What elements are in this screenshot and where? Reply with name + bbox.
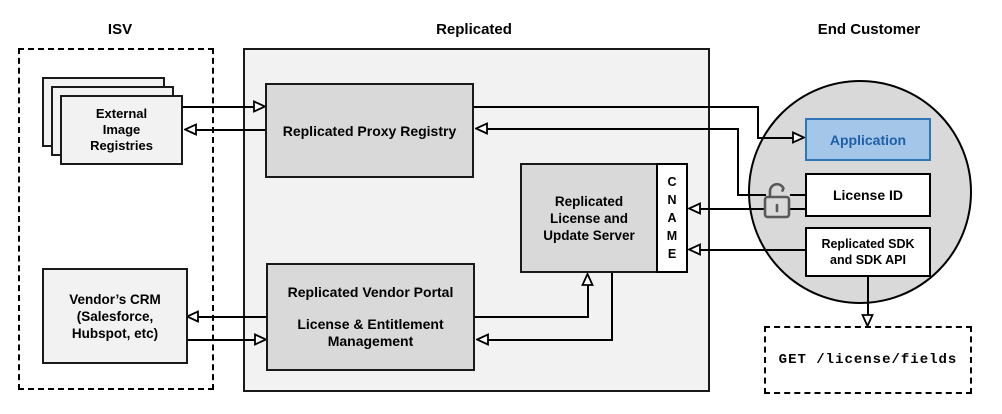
proxy-registry-label: Replicated Proxy Registry <box>282 122 457 139</box>
server-label-line3: Update Server <box>543 227 635 243</box>
portal-label-line2: License & Entitlement <box>297 316 444 332</box>
arrowhead-into-proxy-left <box>253 100 266 113</box>
arrowhead-into-server-bottom <box>581 273 594 286</box>
unlock-icon <box>760 180 794 225</box>
sdk-node: Replicated SDK and SDK API <box>805 227 931 277</box>
line-sdk-to-get <box>867 277 869 317</box>
arrowhead-into-proxy-right <box>475 122 488 135</box>
cname-letter-c: C <box>667 175 677 189</box>
arrowhead-into-cname-bottom <box>688 243 701 256</box>
line-license-to-proxy-v <box>737 128 739 196</box>
arrowhead-into-get-box <box>861 314 874 327</box>
arrowhead-into-portal-left <box>254 333 267 346</box>
line-lock-right-dash <box>790 194 805 196</box>
line-crm-to-portal <box>188 339 256 341</box>
cname-letter-m: M <box>666 229 678 243</box>
line-proxy-to-registries <box>196 129 265 131</box>
line-lock-left-dash <box>737 194 766 196</box>
cname-node: C N A M E <box>656 163 688 273</box>
crm-label-line3: Hubspot, etc) <box>71 325 159 341</box>
cname-letter-e: E <box>667 247 677 261</box>
vendors-crm-node: Vendor’s CRM (Salesforce, Hubspot, etc) <box>42 268 188 364</box>
get-request-node: GET /license/fields <box>764 326 972 394</box>
external-image-registries-node: External Image Registries <box>60 95 183 165</box>
cname-letter-a: A <box>667 211 677 225</box>
line-sdk-to-cname <box>699 249 805 251</box>
license-update-server-node: Replicated License and Update Server <box>520 163 658 273</box>
application-node: Application <box>805 118 931 161</box>
isv-section-title: ISV <box>107 21 133 38</box>
portal-title: Replicated Vendor Portal <box>287 284 454 300</box>
license-id-label: License ID <box>832 187 904 203</box>
vendor-portal-node: Replicated Vendor Portal License & Entit… <box>266 263 475 371</box>
registries-label-line2: Image <box>102 122 141 137</box>
line-registries-to-proxy <box>183 106 255 108</box>
line-portal-to-server-h <box>475 316 589 318</box>
replicated-section-title: Replicated <box>436 21 512 38</box>
line-license-to-proxy-h <box>486 128 739 130</box>
arrowhead-into-application <box>792 131 805 144</box>
isv-section-boundary <box>18 48 214 390</box>
arrowhead-into-portal-right <box>476 333 489 346</box>
line-portal-to-crm <box>198 316 266 318</box>
registries-label-line1: External <box>95 106 148 121</box>
line-server-to-portal-h <box>488 339 613 341</box>
line-proxy-to-application-h2 <box>757 137 795 139</box>
line-proxy-to-application-h <box>474 106 759 108</box>
line-proxy-to-application-v <box>757 106 759 139</box>
crm-label-line1: Vendor’s CRM <box>69 291 161 307</box>
end-customer-section-title: End Customer <box>817 21 921 38</box>
line-server-to-portal-v <box>611 273 613 341</box>
license-id-node: License ID <box>805 173 931 217</box>
cname-letter-n: N <box>667 193 677 207</box>
server-label-line2: License and <box>549 210 629 226</box>
portal-label-line3: Management <box>327 333 414 349</box>
server-label-line1: Replicated <box>554 193 624 209</box>
line-portal-to-server-v <box>587 284 589 318</box>
get-request-label: GET /license/fields <box>778 352 958 368</box>
sdk-label-line2: and SDK API <box>830 253 906 267</box>
arrowhead-into-registries <box>184 123 197 136</box>
sdk-label-line1: Replicated SDK <box>821 237 915 251</box>
line-license-to-cname <box>699 208 805 210</box>
registries-label-line3: Registries <box>90 138 153 153</box>
arrowhead-into-cname-top <box>688 202 701 215</box>
crm-label-line2: (Salesforce, <box>76 308 154 324</box>
proxy-registry-node: Replicated Proxy Registry <box>265 83 474 178</box>
arrowhead-into-crm <box>186 310 199 323</box>
application-label: Application <box>829 131 907 148</box>
